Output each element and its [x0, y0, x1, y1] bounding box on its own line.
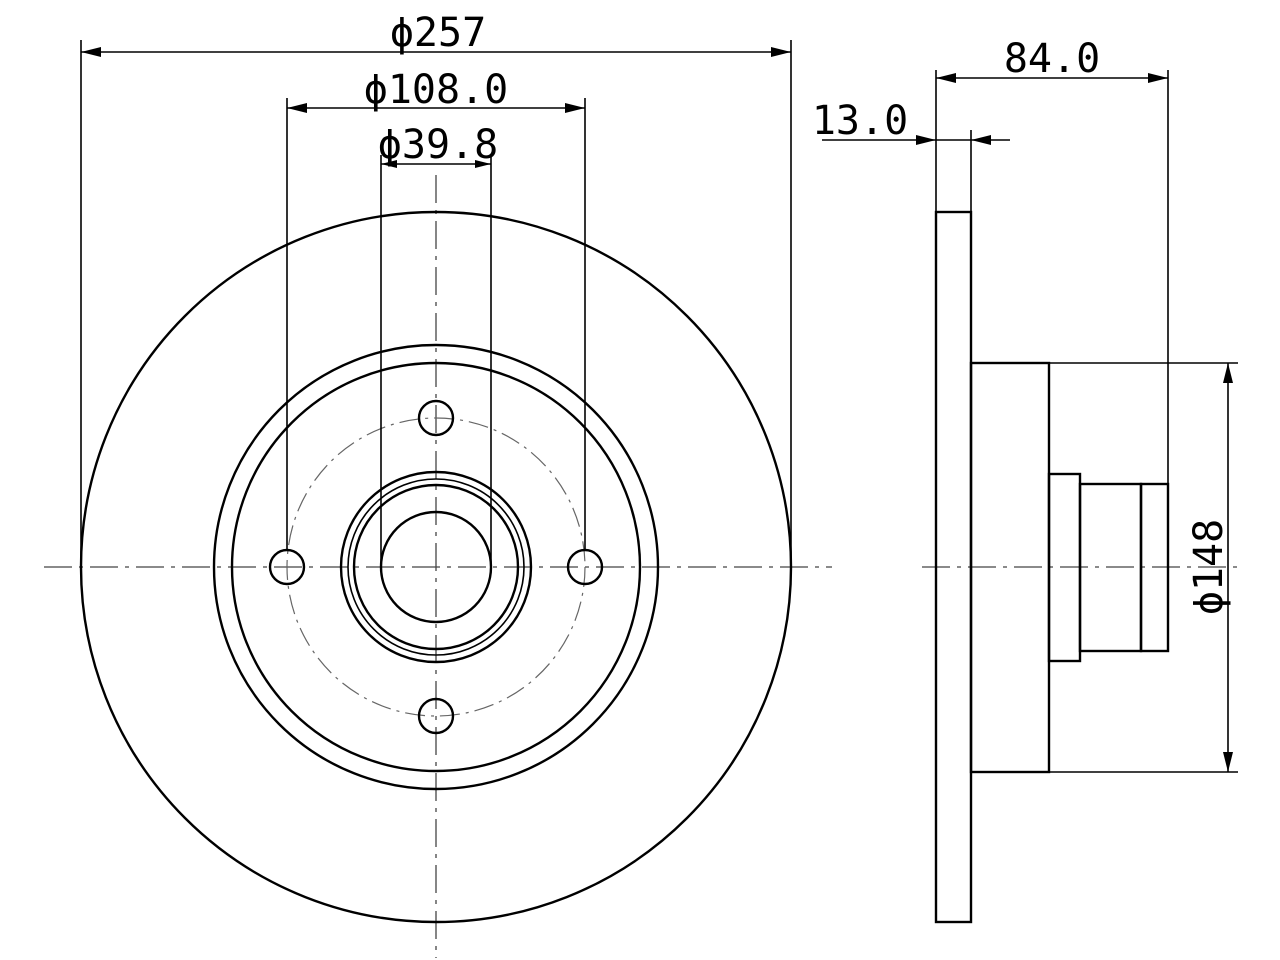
bolt-hole-bottom: [417, 697, 455, 735]
hub-flange-inner: [352, 483, 520, 651]
disc-thickness-label: 13.0: [812, 98, 908, 144]
arrow-head: [1223, 752, 1233, 772]
arrow-head: [916, 135, 936, 145]
side-view: 84.0 13.0 ϕ148: [812, 36, 1238, 924]
dimension-hub-diameter: ϕ148: [1049, 362, 1238, 773]
center-bore-label: ϕ39.8: [378, 122, 498, 168]
hub-flange-outer: [339, 470, 533, 664]
outer-diameter-label: ϕ257: [390, 10, 486, 56]
arrow-head: [565, 103, 585, 113]
hat-outer-edge: [212, 343, 660, 791]
dimension-outer-diameter: ϕ257: [80, 10, 792, 567]
arrow-head: [936, 73, 956, 83]
bolt-circle: [286, 417, 586, 717]
arrow-head: [81, 47, 101, 57]
arrow-head: [381, 160, 397, 168]
dimension-total-height: 84.0: [935, 36, 1169, 484]
dimension-center-bore: ϕ39.8: [378, 122, 498, 567]
arrow-head: [475, 160, 491, 168]
arrow-head: [1148, 73, 1168, 83]
dimension-disc-thickness: 13.0: [812, 98, 1010, 212]
arrow-head: [771, 47, 791, 57]
bolt-hole-top: [417, 399, 455, 437]
hub-flange-mid: [347, 478, 525, 656]
bolt-circle-label: ϕ108.0: [364, 67, 509, 113]
hub-diameter-label: ϕ148: [1186, 519, 1232, 615]
arrow-head: [971, 135, 991, 145]
arrow-head: [287, 103, 307, 113]
front-view: ϕ257 ϕ108.0 ϕ39.8: [44, 10, 832, 958]
hat-inner-edge: [230, 361, 642, 773]
spigot-step-3: [1139, 482, 1170, 653]
dimension-bolt-circle: ϕ108.0: [286, 67, 586, 550]
arrow-head: [1223, 363, 1233, 383]
total-height-label: 84.0: [1004, 36, 1100, 82]
